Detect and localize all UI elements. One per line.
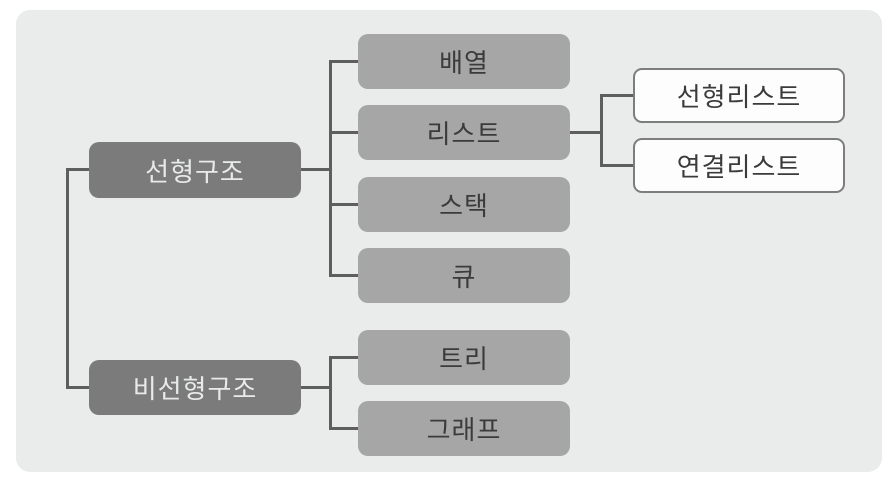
- node-stack: 스택: [358, 177, 570, 232]
- connector-root-to-nonlinear: [66, 386, 89, 389]
- connector-root-to-linear: [66, 168, 89, 171]
- node-graph: 그래프: [358, 401, 570, 456]
- connector-list-to-linked-list: [600, 164, 633, 167]
- connector-nonlinear-to-tree: [329, 356, 358, 359]
- connector-linear-to-stack: [329, 203, 358, 206]
- node-tree: 트리: [358, 330, 570, 385]
- connector-linear-out: [301, 168, 332, 171]
- connector-root-trunk: [66, 168, 69, 389]
- connector-linear-to-array: [329, 60, 358, 63]
- connector-linear-to-queue: [329, 274, 358, 277]
- node-linked-list: 연결리스트: [633, 138, 845, 193]
- connector-nonlinear-trunk: [329, 356, 332, 430]
- node-linear-list: 선형리스트: [633, 68, 845, 123]
- connector-list-out: [570, 131, 603, 134]
- connector-list-to-linear-list: [600, 94, 633, 97]
- connector-list-trunk: [600, 94, 603, 167]
- node-queue: 큐: [358, 248, 570, 303]
- node-linear-structure: 선형구조: [89, 142, 301, 198]
- connector-linear-trunk: [329, 60, 332, 277]
- node-list: 리스트: [358, 105, 570, 160]
- node-array: 배열: [358, 34, 570, 89]
- connector-nonlinear-out: [301, 386, 332, 389]
- connector-nonlinear-to-graph: [329, 427, 358, 430]
- connector-linear-to-list: [329, 131, 358, 134]
- node-nonlinear-structure: 비선형구조: [89, 360, 301, 415]
